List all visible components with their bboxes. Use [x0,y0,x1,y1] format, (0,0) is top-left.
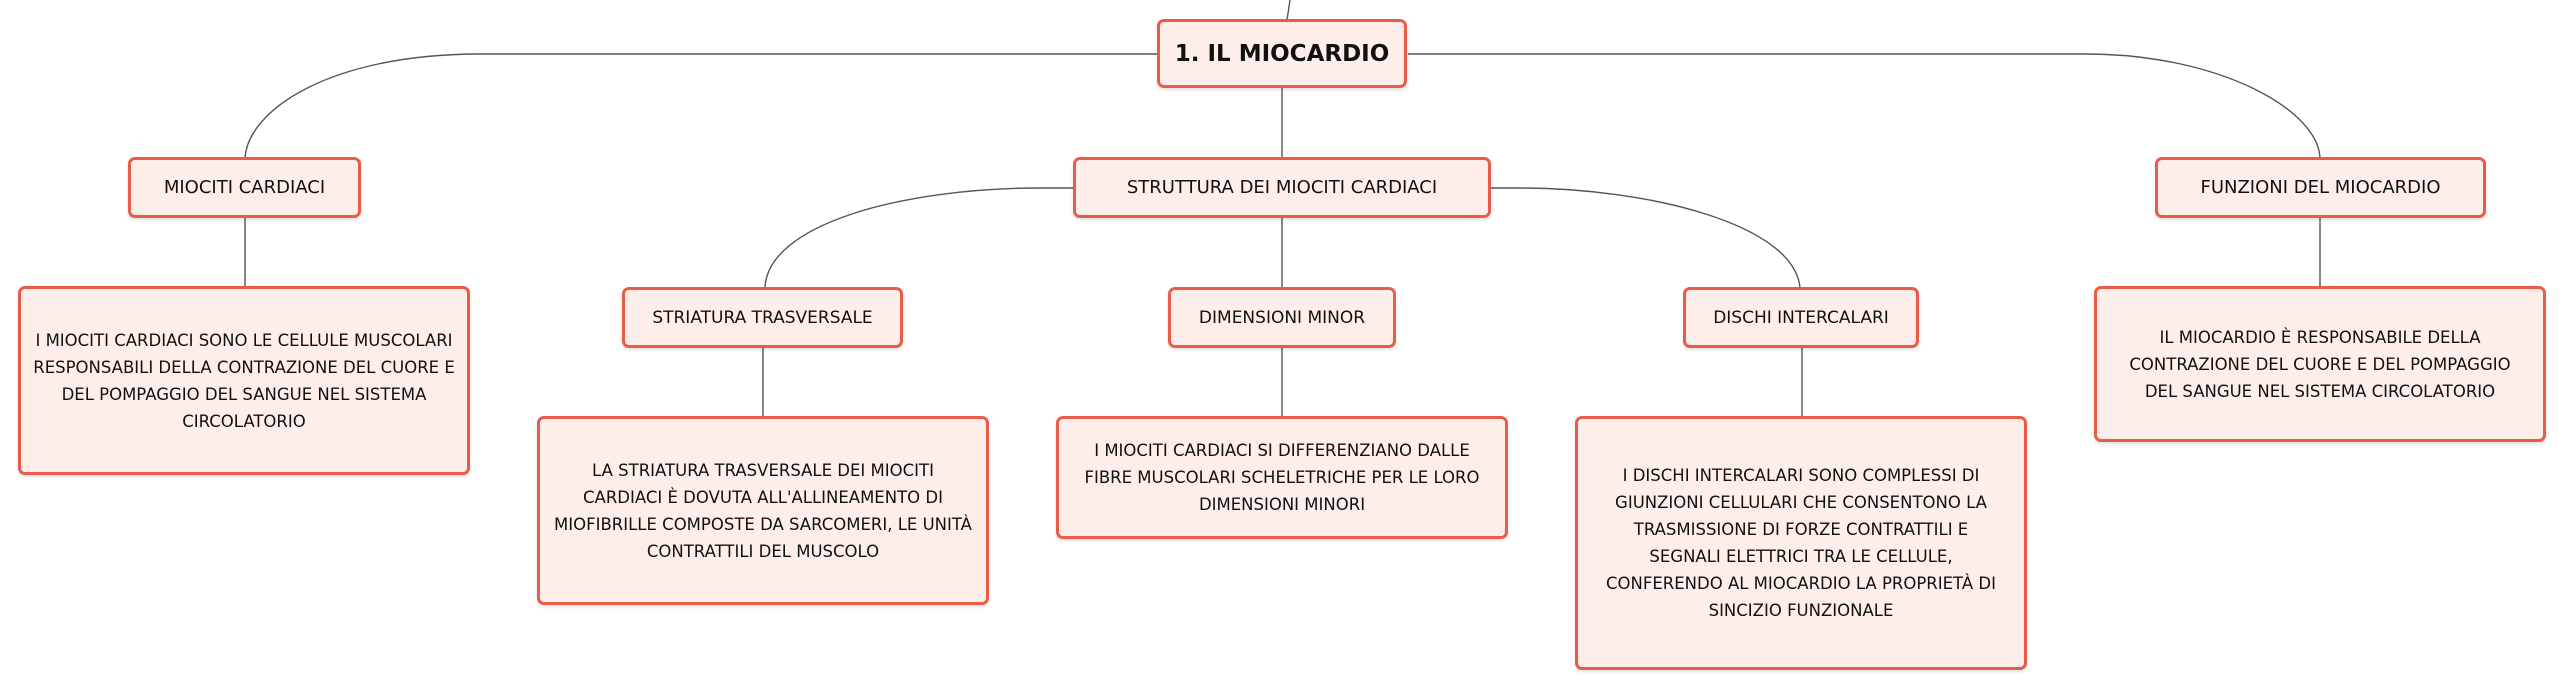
desc-dischi-intercalari[interactable]: I DISCHI INTERCALARI SONO COMPLESSI DI G… [1575,416,2027,670]
desc-miociti-cardiaci[interactable]: I MIOCITI CARDIACI SONO LE CELLULE MUSCO… [18,286,470,475]
connector-root-miociti [244,53,1162,159]
root-node[interactable]: 1. IL MIOCARDIO [1157,19,1407,88]
node-dimensioni-minor[interactable]: DIMENSIONI MINOR [1168,287,1396,348]
desc-text: I MIOCITI CARDIACI SI DIFFERENZIANO DALL… [1084,441,1480,514]
desc-text: LA STRIATURA TRASVERSALE DEI MIOCITI CAR… [554,460,972,561]
connector-struttura-striatura [764,187,1075,289]
node-label: DISCHI INTERCALARI [1713,307,1889,328]
node-struttura-miociti[interactable]: STRUTTURA DEI MIOCITI CARDIACI [1073,157,1491,218]
connector-parent-root [1286,0,1291,21]
desc-funzioni-miocardio[interactable]: IL MIOCARDIO È RESPONSABILE DELLA CONTRA… [2094,286,2546,442]
node-label: FUNZIONI DEL MIOCARDIO [2200,177,2441,198]
connector-root-funzioni [1408,53,2321,159]
desc-text: I MIOCITI CARDIACI SONO LE CELLULE MUSCO… [33,330,455,431]
node-label: STRUTTURA DEI MIOCITI CARDIACI [1126,177,1438,198]
root-label: 1. IL MIOCARDIO [1174,40,1390,67]
connector-struttura-dischi [1490,187,1801,289]
node-miociti-cardiaci[interactable]: MIOCITI CARDIACI [128,157,361,218]
node-dischi-intercalari[interactable]: DISCHI INTERCALARI [1683,287,1919,348]
node-striatura-trasversale[interactable]: STRIATURA TRASVERSALE [622,287,903,348]
desc-striatura-trasversale[interactable]: LA STRIATURA TRASVERSALE DEI MIOCITI CAR… [537,416,989,605]
node-funzioni-miocardio[interactable]: FUNZIONI DEL MIOCARDIO [2155,157,2486,218]
desc-dimensioni-minor[interactable]: I MIOCITI CARDIACI SI DIFFERENZIANO DALL… [1056,416,1508,539]
node-label: STRIATURA TRASVERSALE [652,307,873,328]
node-label: MIOCITI CARDIACI [163,177,326,198]
node-label: DIMENSIONI MINOR [1198,307,1366,328]
desc-text: IL MIOCARDIO È RESPONSABILE DELLA CONTRA… [2129,327,2511,401]
desc-text: I DISCHI INTERCALARI SONO COMPLESSI DI G… [1606,466,1996,620]
